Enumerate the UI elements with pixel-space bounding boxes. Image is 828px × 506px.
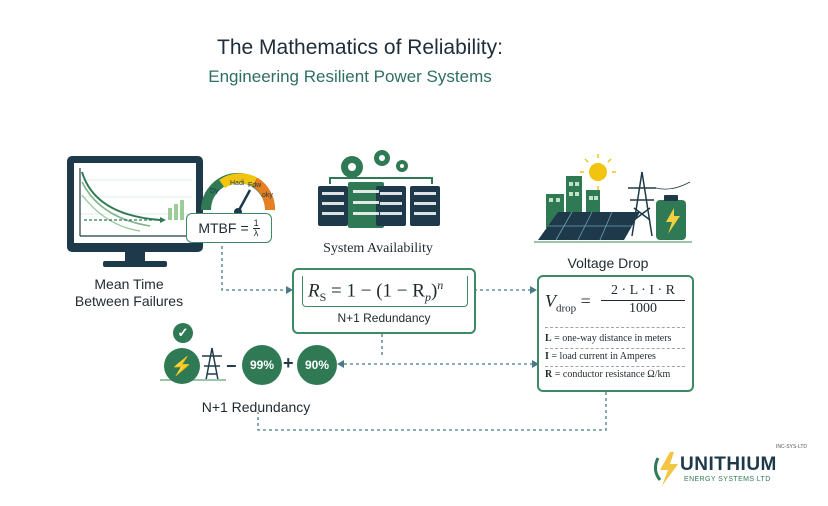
voltage-denominator: 1000 [629, 301, 657, 316]
mtbf-fraction: 1 λ [252, 217, 260, 238]
gauge-label-2: Hadi [230, 180, 245, 187]
voltage-formula-box: Vdrop = 2 · L · I · R 1000 L = one-way d… [537, 275, 694, 392]
mtbf-caption-line1: Mean Time [94, 276, 164, 292]
availability-formula: RS = 1 − (1 − Rp)n [308, 278, 443, 305]
legend-symbol: R [545, 369, 553, 380]
voltage-numerator: 2 · L · I · R [601, 283, 685, 301]
arrowhead-icon [337, 360, 344, 368]
voltage-legend-r: R = conductor resistance Ω/km [545, 369, 670, 381]
voltage-lhs-main: V [545, 291, 556, 311]
minus-sign: − [226, 356, 237, 376]
arrowhead-icon [532, 360, 539, 368]
transmission-tower-icon [202, 347, 222, 381]
availability-formula-box: RS = 1 − (1 − Rp)n N+1 Redundancy [292, 268, 476, 334]
connector-mtbf-to-availability [221, 246, 286, 291]
formula-lhs: R [308, 280, 320, 302]
voltage-caption: Voltage Drop [567, 255, 649, 271]
plus-sign: + [283, 353, 294, 373]
gears-icon [341, 150, 408, 178]
battery-icon [656, 195, 686, 240]
checkmark-icon: ✓ [173, 323, 193, 343]
voltage-divider [545, 327, 685, 328]
availability-inner-frame [302, 276, 468, 307]
page-subtitle: Engineering Resilient Power Systems [208, 67, 492, 86]
connector-voltage-loop [257, 392, 607, 431]
availability-box-caption: N+1 Redundancy [337, 311, 431, 325]
mtbf-equals: = [240, 220, 249, 236]
voltage-lhs-sub: drop [556, 302, 577, 315]
voltage-divider [545, 366, 685, 367]
availability-caption: System Availability [323, 241, 433, 256]
arrowhead-icon [530, 286, 537, 294]
gauge-label-1: Dy [210, 188, 219, 195]
brand-tagline: ENERGY SYSTEMS LTD [684, 476, 771, 483]
solar-panel-icon [538, 211, 640, 241]
voltage-legend-l: L = one-way distance in meters [545, 333, 671, 345]
bolt-icon: ⚡ [164, 348, 200, 384]
voltage-divider [545, 348, 685, 349]
formula-exponent: n [437, 278, 444, 292]
mtbf-fraction-denominator: λ [253, 227, 259, 238]
formula-lhs-sub: S [319, 290, 327, 305]
mtbf-label: MTBF [198, 220, 237, 236]
redundancy-value-a: 99% [242, 345, 282, 385]
legend-symbol: L [545, 333, 552, 344]
voltage-lhs: Vdrop = [545, 291, 591, 315]
mtbf-caption: Mean Time Between Failures [54, 276, 204, 310]
page-title: The Mathematics of Reliability: [217, 36, 503, 59]
redundancy-caption: N+1 Redundancy [201, 399, 311, 415]
gauge-icon [201, 173, 275, 216]
gauge-label-4: oky [262, 192, 273, 199]
connector-lines [221, 246, 607, 431]
connector-arrowheads [286, 286, 539, 368]
formula-rhs-b: ) [430, 280, 438, 302]
formula-rhs-sub: p [424, 290, 431, 305]
brand-logo-icon [653, 452, 678, 486]
voltage-legend-i: I = load current in Amperes [545, 351, 656, 363]
formula-rhs-a: = 1 − (1 − R [331, 280, 425, 302]
brand-name: UNITHIUM [680, 454, 777, 475]
brand-logo: UNITHIUM ENERGY SYSTEMS LTD [624, 446, 814, 492]
corner-mark: INC-SYS-LTD [776, 444, 808, 450]
legend-symbol: I [545, 351, 549, 362]
voltage-fraction: 2 · L · I · R 1000 [601, 283, 685, 317]
legend-text: = load current in Amperes [551, 351, 656, 362]
mtbf-formula-box: MTBF = 1 λ [186, 213, 272, 243]
legend-text: = conductor resistance Ω/km [554, 369, 671, 380]
server-rack-icon [318, 177, 440, 228]
legend-text: = one-way distance in meters [554, 333, 672, 344]
monitor-icon [67, 156, 203, 267]
mtbf-caption-line2: Between Failures [74, 293, 184, 309]
gauge-label-3: Fdw [248, 182, 262, 189]
redundancy-value-b: 90% [297, 345, 337, 385]
power-pylon-icon [628, 171, 691, 237]
voltage-equals: = [580, 291, 591, 311]
sun-icon [580, 154, 616, 190]
mtbf-fraction-numerator: 1 [252, 217, 260, 229]
arrowhead-icon [286, 286, 293, 294]
